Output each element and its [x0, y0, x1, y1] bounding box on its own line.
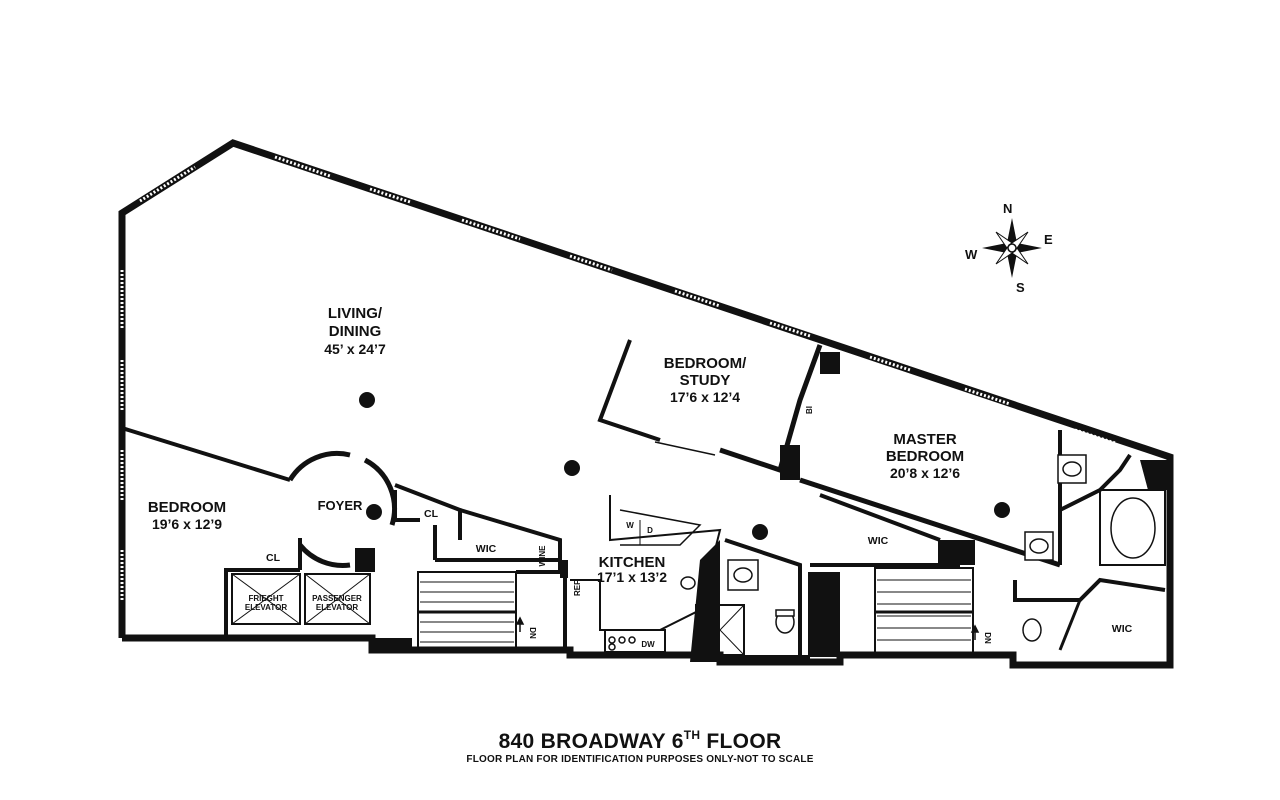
interior-walls: [121, 339, 1166, 656]
wic-label-1: WIC: [476, 543, 497, 555]
dryer-label: D: [647, 526, 653, 535]
kitchen-sink: [680, 576, 696, 590]
windows: [120, 155, 1116, 600]
title-main: 840 BROADWAY 6: [498, 730, 684, 753]
compass-e: E: [1044, 232, 1053, 247]
title-sup: TH: [683, 728, 701, 742]
kitchen-dims: 17’1 x 13’2: [597, 569, 667, 585]
foyer-label: FOYER: [318, 498, 363, 513]
living-dims: 45’ x 24’7: [324, 341, 386, 357]
fixtures: [608, 454, 1087, 651]
compass-n: N: [1003, 201, 1012, 216]
dn-label-1: DN: [528, 627, 537, 639]
wine-label: WINE: [538, 545, 547, 567]
wic-label-3: WIC: [1112, 623, 1133, 635]
master-dims: 20’8 x 12’6: [890, 465, 960, 481]
compass-s: S: [1016, 280, 1025, 295]
wic-label-2: WIC: [868, 535, 889, 547]
stair-arrows: [515, 616, 980, 640]
kitchen-label: KITCHEN: [599, 554, 666, 571]
dw-label: DW: [641, 640, 655, 649]
study-label-1: BEDROOM/: [664, 355, 747, 372]
washer-label: W: [626, 521, 634, 530]
bedroom-dims: 19’6 x 12’9: [152, 516, 222, 532]
solid-walls: [355, 352, 1170, 665]
master-label-2: BEDROOM: [886, 448, 964, 465]
study-label-2: STUDY: [680, 372, 731, 389]
cl-label-1: CL: [424, 508, 439, 520]
compass-rose-icon: N E S W: [965, 201, 1053, 295]
dn-label-2: DN: [983, 632, 992, 644]
living-label-2: DINING: [329, 323, 382, 340]
cl-label-2: CL: [266, 552, 281, 564]
passenger-label-1: PASSENGER: [312, 594, 362, 603]
bi-label: BI: [805, 406, 814, 414]
room-labels: LIVING/ DINING 45’ x 24’7 BEDROOM/ STUDY…: [148, 305, 1133, 649]
study-dims: 17’6 x 12’4: [670, 389, 740, 405]
bedroom-label: BEDROOM: [148, 499, 226, 516]
living-label-1: LIVING/: [328, 305, 383, 322]
ref-label: REF: [573, 580, 582, 596]
columns: [359, 392, 1010, 540]
compass-w: W: [965, 247, 978, 262]
toilet-master: [1022, 618, 1042, 642]
plan-title: 840 BROADWAY 6TH FLOOR: [0, 728, 1280, 754]
exterior-walls: [118, 139, 1174, 669]
freight-label-2: ELEVATOR: [245, 603, 287, 612]
plan-disclaimer: FLOOR PLAN FOR IDENTIFICATION PURPOSES O…: [466, 754, 814, 765]
freight-label-1: FRIEGHT: [248, 594, 283, 603]
passenger-label-2: ELEVATOR: [316, 603, 358, 612]
title-end: FLOOR: [700, 730, 782, 753]
master-label-1: MASTER: [893, 431, 957, 448]
